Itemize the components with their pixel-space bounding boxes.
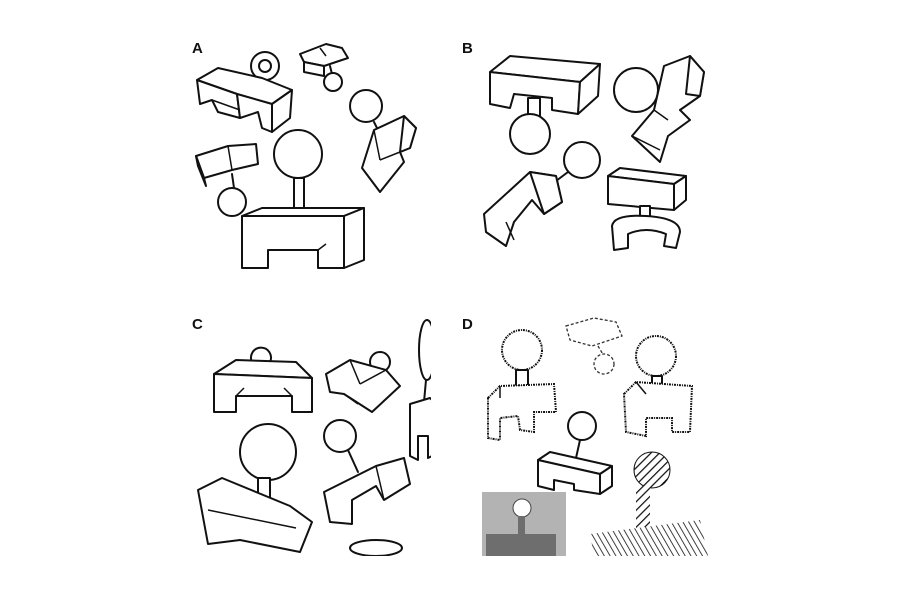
panel-d (482, 317, 708, 556)
object-b-block-ball (489, 55, 601, 155)
panel-b (483, 55, 705, 251)
object-d-dashed-piece (565, 317, 623, 375)
object-d-rough-right (622, 335, 694, 438)
object-b-ball-fshape (613, 55, 705, 163)
object-c-arch-knob (213, 346, 313, 413)
object-d-ball-block (537, 411, 613, 495)
object-d-rough-left (487, 329, 558, 442)
object-c-disk (349, 539, 403, 556)
panel-b-label: B (462, 40, 473, 57)
panel-c-label: C (192, 316, 203, 333)
object-a-ball-block-right (349, 89, 417, 193)
object-d-hatched-piece (590, 451, 708, 556)
object-c-big-piece (197, 423, 313, 553)
panel-a-label: A (192, 40, 203, 57)
object-d-gray-tile (482, 492, 566, 556)
object-a-block-1 (196, 67, 293, 133)
object-c-ball-block (323, 419, 411, 525)
panel-a (195, 43, 417, 269)
object-a-main-piece (241, 129, 365, 269)
object-c-twisted-piece (325, 351, 401, 413)
object-b-angled-block (483, 141, 601, 247)
panel-d-label: D (462, 316, 473, 333)
object-b-block-claw (607, 167, 687, 251)
object-c-tall-piece (409, 319, 431, 461)
object-a-bracket-small (299, 43, 349, 92)
panel-c (197, 319, 431, 556)
object-a-bracket-left (195, 143, 259, 217)
